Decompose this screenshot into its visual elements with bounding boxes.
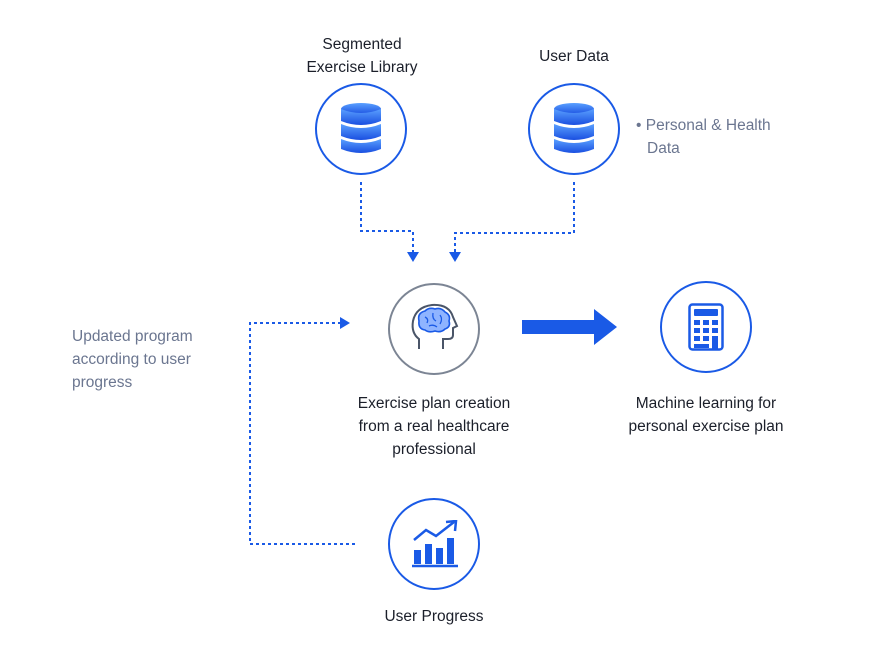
brain-head-icon [411, 303, 459, 349]
professional-label: Exercise plan creation from a real healt… [324, 392, 544, 461]
arrowhead-userdata [449, 252, 461, 262]
userdata-note-line2: Data [647, 140, 680, 157]
ml-label-line1: Machine learning for [635, 395, 777, 412]
progress-node[interactable] [388, 498, 480, 590]
calculator-icon [688, 303, 724, 351]
database-icon [554, 103, 594, 153]
professional-label-line2: from a real healthcare [358, 418, 510, 435]
library-label-line2: Exercise Library [306, 59, 418, 76]
arrowhead-feedback [340, 317, 350, 329]
library-label-line1: Segmented [322, 36, 402, 53]
arrow-to-ml [522, 309, 617, 345]
professional-label-line3: professional [392, 441, 476, 458]
ml-label-line2: personal exercise plan [628, 418, 784, 435]
userdata-note-line1: Personal & Health [645, 117, 771, 134]
userdata-note: • Personal & Health Data [636, 114, 836, 160]
library-label: Segmented Exercise Library [282, 33, 442, 79]
userdata-node[interactable] [528, 83, 620, 175]
feedback-note: Updated program according to user progre… [72, 325, 252, 394]
arrowhead-library [407, 252, 419, 262]
professional-label-line1: Exercise plan creation [357, 395, 511, 412]
ml-label: Machine learning for personal exercise p… [596, 392, 816, 438]
library-node[interactable] [315, 83, 407, 175]
connector-library-to-professional [360, 182, 414, 252]
bullet: • [636, 117, 642, 134]
progress-label: User Progress [384, 608, 484, 625]
ml-node[interactable] [660, 281, 752, 373]
database-icon [341, 103, 381, 153]
userdata-label: User Data [539, 48, 609, 65]
growth-chart-icon [412, 520, 458, 568]
connector-userdata-to-professional [454, 182, 575, 252]
feedback-line3: progress [72, 374, 133, 391]
professional-node[interactable] [388, 283, 480, 375]
feedback-line2: according to user [72, 351, 191, 368]
feedback-line1: Updated program [72, 328, 193, 345]
